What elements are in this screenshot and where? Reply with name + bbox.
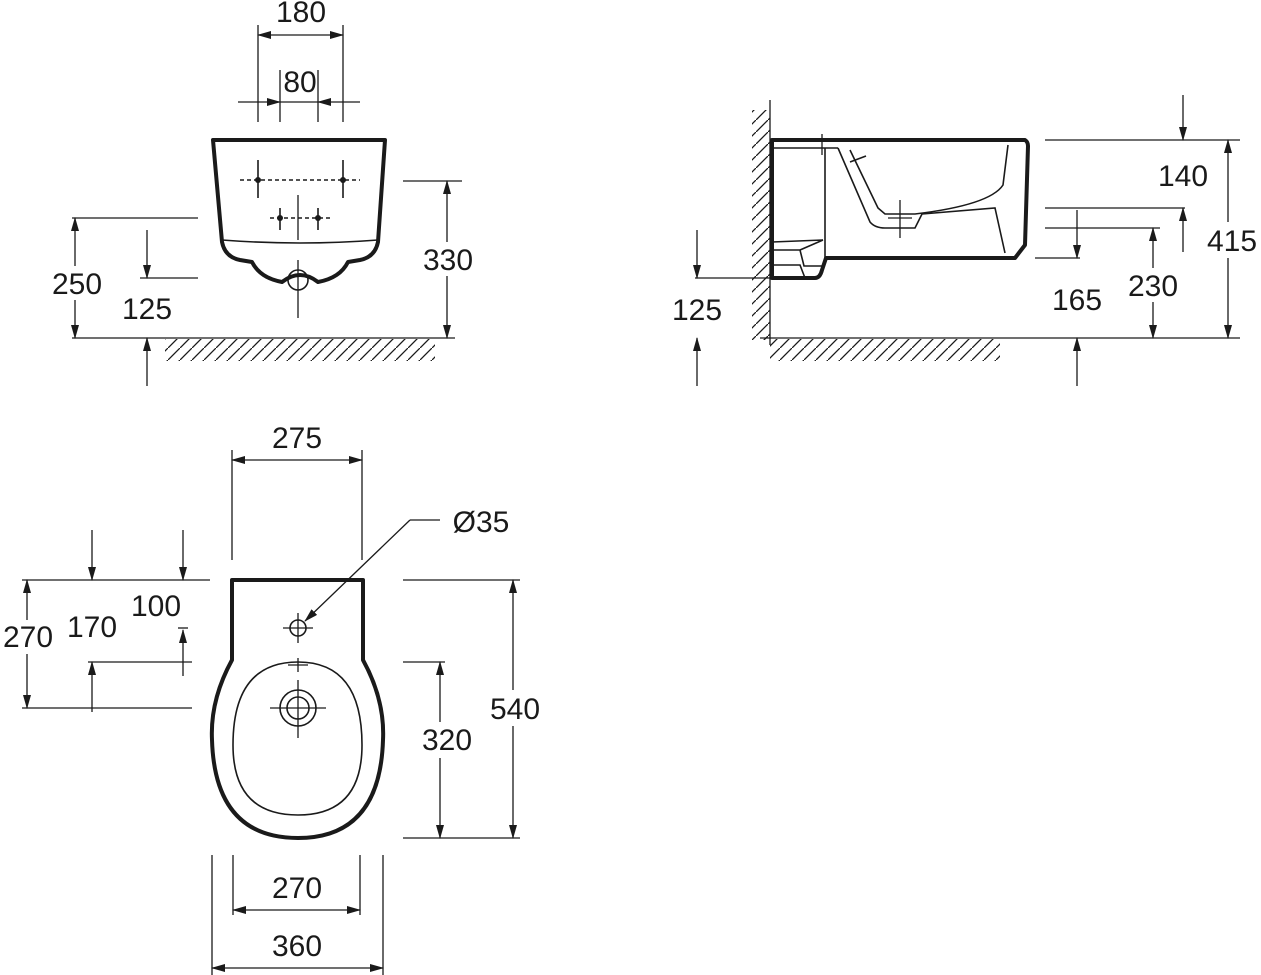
side-outline — [770, 138, 1030, 280]
dim-100: 100 — [131, 590, 181, 623]
top-outline — [209, 578, 386, 840]
dim-320: 320 — [422, 724, 472, 757]
dim-270-bottom: 270 — [272, 872, 322, 905]
dim-275: 275 — [272, 422, 322, 455]
dim-165: 165 — [1052, 284, 1102, 317]
dim-540: 540 — [490, 693, 540, 726]
dim-80: 80 — [283, 66, 316, 99]
dim-diameter-35: Ø35 — [453, 506, 510, 539]
dim-230: 230 — [1128, 270, 1178, 303]
dim-125-side: 125 — [672, 294, 722, 327]
dim-140: 140 — [1158, 160, 1208, 193]
dim-330: 330 — [423, 244, 473, 277]
dim-250: 250 — [52, 268, 102, 301]
dim-270-left: 270 — [3, 621, 53, 654]
front-view: 180 80 330 250 125 — [45, 0, 478, 386]
top-view: 275 Ø35 270 170 100 540 320 270 3 — [0, 422, 546, 975]
dim-415: 415 — [1207, 225, 1257, 258]
front-outline — [211, 138, 387, 284]
dim-170: 170 — [67, 611, 117, 644]
dim-360: 360 — [272, 930, 322, 963]
dim-180: 180 — [276, 0, 326, 29]
side-view: 140 415 230 165 125 — [672, 95, 1260, 386]
dim-125-front: 125 — [122, 293, 172, 326]
